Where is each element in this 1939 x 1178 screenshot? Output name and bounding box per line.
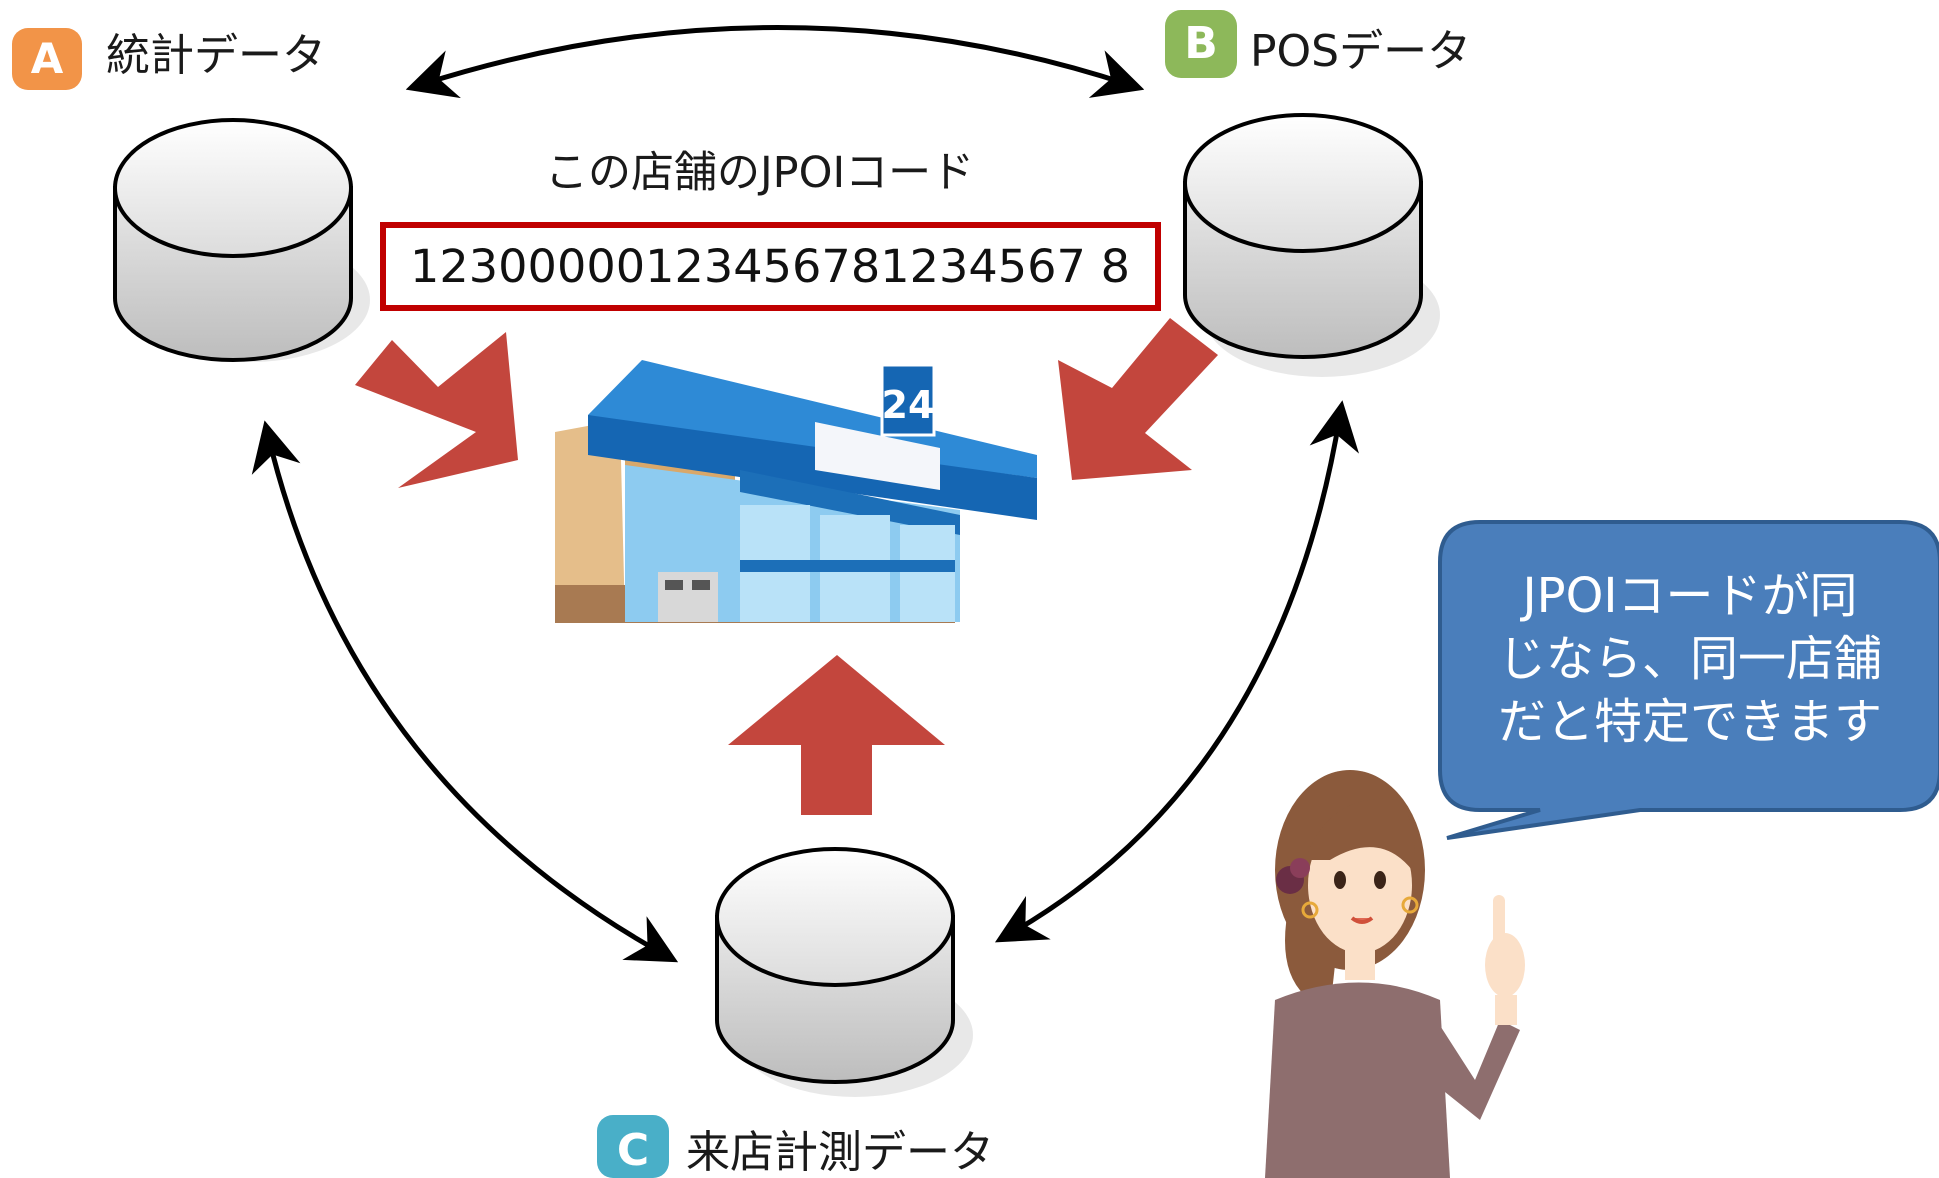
- speech-bubble: JPOIコードが同 じなら、同一店舗 だと特定できます: [1438, 520, 1939, 840]
- database-b-icon: [1183, 113, 1440, 377]
- store-sign-number: 24: [882, 383, 935, 427]
- convenience-store-icon: 24: [555, 360, 1037, 623]
- badge-c-letter: C: [617, 1125, 649, 1176]
- bubble-line-1: JPOIコードが同: [1519, 568, 1857, 624]
- code-box: [380, 222, 1161, 311]
- badge-c: [597, 1115, 669, 1178]
- bubble-line-3: だと特定できます: [1498, 694, 1882, 750]
- badge-b: [1165, 10, 1237, 78]
- badge-a-letter: A: [31, 34, 64, 83]
- source-a-title: 統計データ: [106, 30, 326, 81]
- red-arrow-from-a: [355, 332, 518, 488]
- database-c-icon: [715, 847, 973, 1097]
- badge-b-letter: B: [1184, 18, 1218, 69]
- bubble-line-2: じなら、同一店舗: [1498, 631, 1882, 687]
- red-arrow-from-c: [728, 655, 945, 815]
- arrow-a-b: [405, 25, 1145, 99]
- database-a-icon: [113, 118, 370, 362]
- arrow-b-c: [994, 400, 1359, 943]
- source-a-label: A 統計データ: [12, 28, 326, 90]
- woman-pointing-icon: [1265, 770, 1525, 1178]
- badge-a: [12, 28, 82, 90]
- code-title: この店舗のJPOIコード: [545, 148, 974, 198]
- source-b-title: POSデータ: [1250, 26, 1471, 77]
- red-arrow-from-b: [1058, 318, 1218, 480]
- source-c-title: 来店計測データ: [686, 1127, 994, 1178]
- code-value: 12300000123456781234567 8: [410, 240, 1130, 293]
- source-b-label: B POSデータ: [1165, 10, 1471, 78]
- source-c-label: C 来店計測データ: [597, 1115, 994, 1178]
- arrow-a-c: [251, 420, 679, 963]
